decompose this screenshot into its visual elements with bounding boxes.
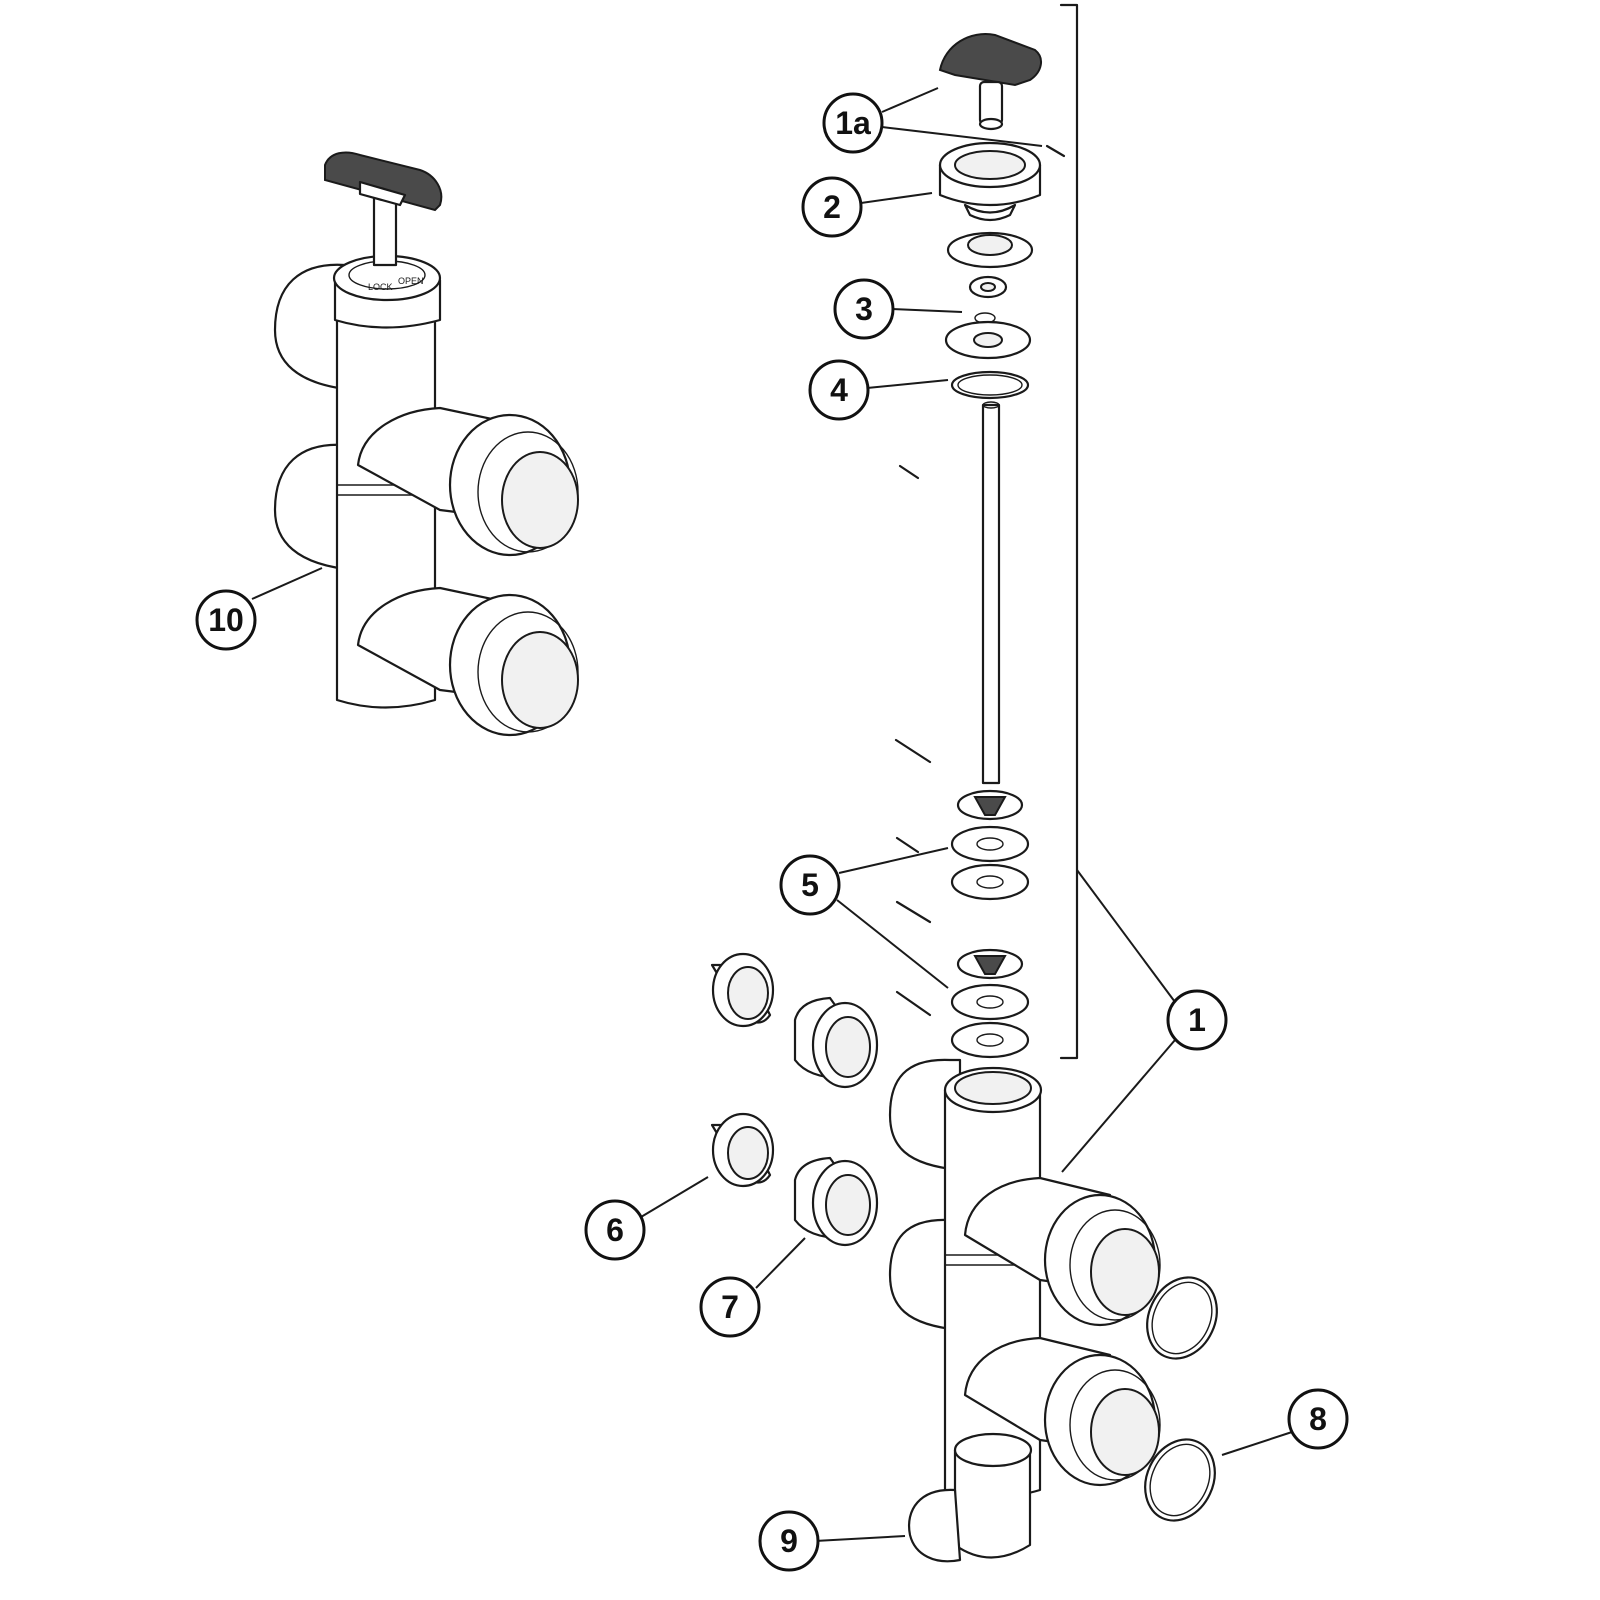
callout-2-label: 2 xyxy=(823,189,841,225)
callout-2: 2 xyxy=(801,176,863,238)
callout-8: 8 xyxy=(1287,1388,1349,1450)
part-3-washer xyxy=(944,275,1032,360)
part-bonnet-insert xyxy=(946,231,1034,269)
assembled-valve: LOCK OPEN xyxy=(273,151,579,737)
handle-icon xyxy=(324,151,443,212)
callout-1a: 1a xyxy=(822,92,884,154)
callout-7: 7 xyxy=(699,1276,761,1338)
callout-6-label: 6 xyxy=(606,1212,624,1248)
callout-6: 6 xyxy=(584,1199,646,1261)
leader-lines xyxy=(251,87,1293,1542)
callout-5-label: 5 xyxy=(801,867,819,903)
callout-3: 3 xyxy=(833,278,895,340)
valve-cap: LOCK OPEN xyxy=(332,254,442,329)
part-5-seal-upper xyxy=(950,789,1030,901)
callout-5: 5 xyxy=(779,854,841,916)
part-6-7-adapters xyxy=(710,952,879,1247)
callout-1: 1 xyxy=(1166,989,1228,1051)
callout-4: 4 xyxy=(808,359,870,421)
stem-shaft xyxy=(981,401,1001,785)
callout-7-label: 7 xyxy=(721,1289,739,1325)
callout-9-label: 9 xyxy=(780,1523,798,1559)
callout-1a-label: 1a xyxy=(835,105,871,141)
part-1a-handle-icon xyxy=(938,33,1066,158)
union-nut-upper xyxy=(448,413,579,557)
callout-4-label: 4 xyxy=(830,372,848,408)
part-2-bonnet xyxy=(938,141,1042,222)
valve-body xyxy=(888,1058,1161,1563)
callout-8-label: 8 xyxy=(1309,1401,1327,1437)
callout-3-label: 3 xyxy=(855,291,873,327)
callout-10: 10 xyxy=(195,589,257,651)
callout-10-label: 10 xyxy=(208,602,244,638)
callout-1-label: 1 xyxy=(1188,1002,1206,1038)
part-5-seal-lower xyxy=(950,948,1030,1059)
retaining-pins xyxy=(894,464,932,1017)
part-8-o-rings xyxy=(1144,1276,1218,1522)
part-4-o-ring xyxy=(950,370,1030,400)
exploded-assembly xyxy=(710,3,1218,1563)
cap-lock-text: LOCK xyxy=(368,282,393,292)
callout-9: 9 xyxy=(758,1510,820,1572)
union-nut-lower xyxy=(448,593,579,737)
cap-open-text: OPEN xyxy=(398,276,424,286)
